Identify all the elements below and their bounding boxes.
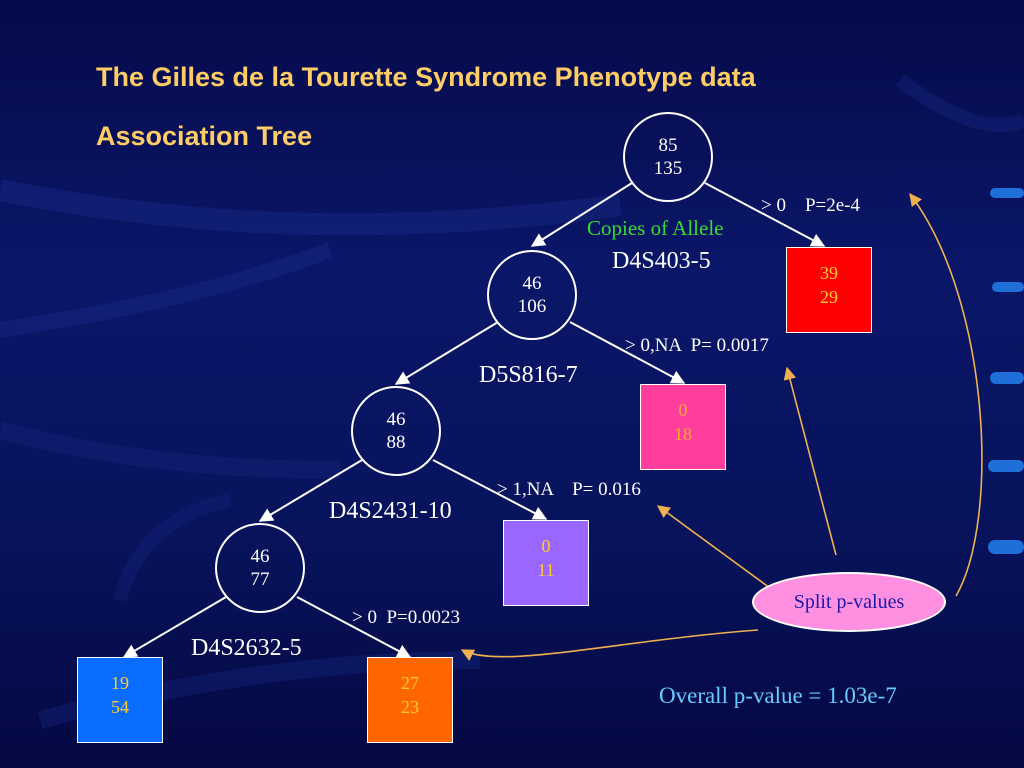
leaf-n3-right-top: 27 (401, 673, 419, 693)
node-root: 85 135 (623, 112, 713, 202)
edge-n1-n2 (394, 321, 499, 385)
split-pvalue-n1: > 0,NA P= 0.0017 (625, 335, 769, 356)
leaf-n2-right-bottom: 11 (537, 560, 555, 580)
marker-label-d5s816: D5S816-7 (479, 362, 578, 388)
leaf-n1-right-top: 0 (678, 400, 688, 420)
callout-arrow-top (909, 192, 983, 597)
node-n2-top: 46 (386, 409, 406, 430)
callout-arrow-s3 (656, 505, 771, 589)
node-n3: 46 77 (215, 523, 305, 613)
leaf-root-right-top: 39 (820, 263, 838, 283)
node-root-top: 85 (658, 135, 678, 156)
node-n1: 46 106 (487, 250, 577, 340)
leaf-n1-right-bottom: 18 (674, 424, 692, 444)
edge-n3-left (122, 596, 227, 658)
slide-title: The Gilles de la Tourette Syndrome Pheno… (96, 62, 756, 92)
split-pvalues-callout: Split p-values (752, 572, 946, 632)
node-n2: 46 88 (351, 386, 441, 476)
split-pvalue-root: > 0 P=2e-4 (761, 195, 861, 216)
leaf-n2-right-top: 0 (541, 536, 551, 556)
edge-n2-leaf (432, 459, 548, 520)
node-n1-top: 46 (522, 273, 542, 294)
node-n2-bottom: 88 (386, 432, 406, 453)
callout-arrow-s4 (460, 629, 759, 662)
marker-label-d4s2632: D4S2632-5 (191, 635, 302, 661)
marker-label-d4s403: D4S403-5 (612, 248, 711, 274)
edge-n2-n3 (258, 459, 363, 522)
split-pvalue-n2: > 1,NA P= 0.016 (497, 479, 641, 500)
node-n3-bottom: 77 (250, 569, 270, 590)
edge-root-n1 (530, 182, 633, 247)
leaf-n3-left-bottom: 54 (111, 697, 129, 717)
leaf-n2-right: 0 11 (503, 520, 589, 606)
slide-subtitle: Association Tree (96, 121, 313, 151)
node-n3-top: 46 (250, 546, 270, 567)
marker-label-d4s2431: D4S2431-10 (329, 498, 452, 524)
leaf-root-right: 39 29 (786, 247, 872, 333)
edge-root-leaf (704, 182, 826, 247)
copies-of-allele-label: Copies of Allele (587, 216, 724, 240)
overall-pvalue: Overall p-value = 1.03e-7 (659, 683, 897, 708)
leaf-n1-right: 0 18 (640, 384, 726, 470)
split-pvalue-n3: > 0 P=0.0023 (352, 607, 460, 628)
node-root-bottom: 135 (653, 158, 683, 179)
leaf-root-right-bottom: 29 (820, 287, 838, 307)
edge-n1-leaf (569, 321, 686, 384)
leaf-n3-right-bottom: 23 (401, 697, 419, 717)
leaf-n3-left: 19 54 (77, 657, 163, 743)
leaf-n3-left-top: 19 (111, 673, 129, 693)
leaf-n3-right: 27 23 (367, 657, 453, 743)
split-pvalues-callout-label: Split p-values (793, 590, 905, 613)
node-n1-bottom: 106 (517, 296, 547, 317)
callout-arrow-s2 (783, 366, 837, 556)
edge-n3-right (296, 596, 412, 658)
